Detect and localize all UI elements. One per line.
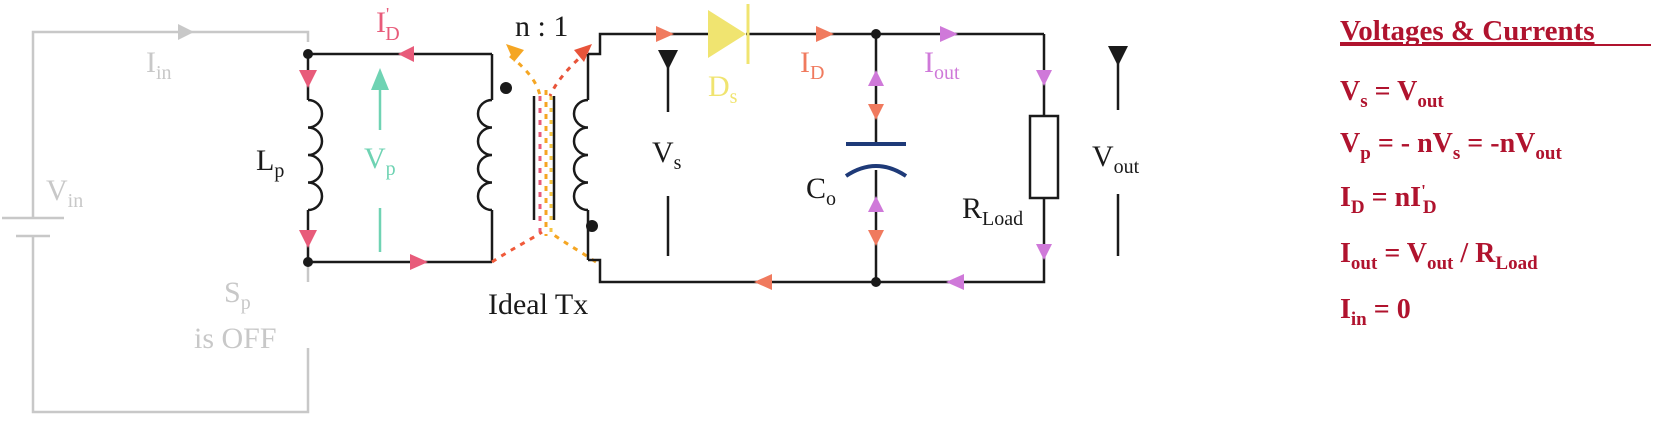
diode-symbol	[708, 4, 750, 64]
transformer-label: Ideal Tx	[488, 288, 588, 321]
rload-arrow-top	[1036, 70, 1052, 86]
cap-arrow-2	[868, 104, 884, 120]
return-arrow	[754, 274, 772, 290]
transformer-secondary-coil	[572, 98, 589, 212]
equations-title: Voltages & Currents	[1340, 15, 1595, 47]
cap-arrow-1	[868, 70, 884, 86]
vs-label: Vs	[652, 136, 682, 174]
cap-arrow-4	[868, 230, 884, 246]
lp-current-arrow-top	[299, 70, 317, 88]
capacitor-symbol	[844, 142, 908, 178]
input-loop-off: Iin Vin Sp is OFF	[2, 24, 310, 414]
switch-label: Sp	[224, 276, 251, 314]
lp-label: Lp	[256, 144, 284, 182]
equation-5: Iin = 0	[1340, 294, 1411, 330]
vout-label: Vout	[1092, 140, 1140, 178]
lp-current-arrow-bottom	[299, 230, 317, 248]
equation-1: Vs = Vout	[1340, 76, 1444, 112]
primary-inductor-coil	[307, 98, 324, 212]
iout-label: Iout	[924, 46, 960, 84]
iout-arrow	[940, 26, 958, 42]
rload-label: RLoad	[962, 192, 1023, 230]
iout-return-arrow	[946, 274, 964, 290]
id-prime-label: I'D	[376, 4, 400, 45]
secondary-entry-arrow	[656, 26, 674, 42]
id-prime-arrow	[398, 46, 414, 62]
iin-arrow	[178, 24, 194, 40]
id-arrow	[816, 26, 834, 42]
iin-label: Iin	[146, 46, 172, 84]
vin-label: Vin	[46, 174, 83, 212]
equation-3: ID = nI'D	[1340, 181, 1437, 218]
cap-arrow-3	[868, 196, 884, 212]
id-label: ID	[800, 46, 824, 84]
resistor-symbol	[1028, 114, 1060, 200]
turns-ratio: n : 1	[515, 10, 568, 43]
transformer-core: n : 1 Ideal Tx	[488, 10, 597, 321]
transformer-primary-coil	[476, 98, 493, 212]
vp-label: Vp	[364, 142, 396, 180]
flux-arrow-left	[506, 44, 524, 62]
secondary-dot	[586, 220, 598, 232]
battery-symbol	[2, 216, 64, 238]
bottom-current-arrow	[410, 254, 428, 270]
flux-arrow-right	[574, 44, 592, 62]
equation-2: Vp = - nVs = -nVout	[1340, 128, 1562, 164]
equations-panel: Voltages & Currents Vs = Vout Vp = - nVs…	[1340, 15, 1651, 330]
ds-label: Ds	[708, 70, 738, 108]
co-label: Co	[806, 172, 836, 210]
vp-arrow	[371, 68, 389, 90]
primary-dot	[500, 82, 512, 94]
secondary-circuit: Ds ID Vs Co Iout RLoad	[572, 4, 1140, 290]
rload-arrow-bottom	[1036, 244, 1052, 260]
primary-circuit: Lp Vp I'D	[256, 4, 512, 270]
switch-state: is OFF	[194, 322, 277, 355]
equation-4: Iout = Vout / RLoad	[1340, 238, 1538, 274]
